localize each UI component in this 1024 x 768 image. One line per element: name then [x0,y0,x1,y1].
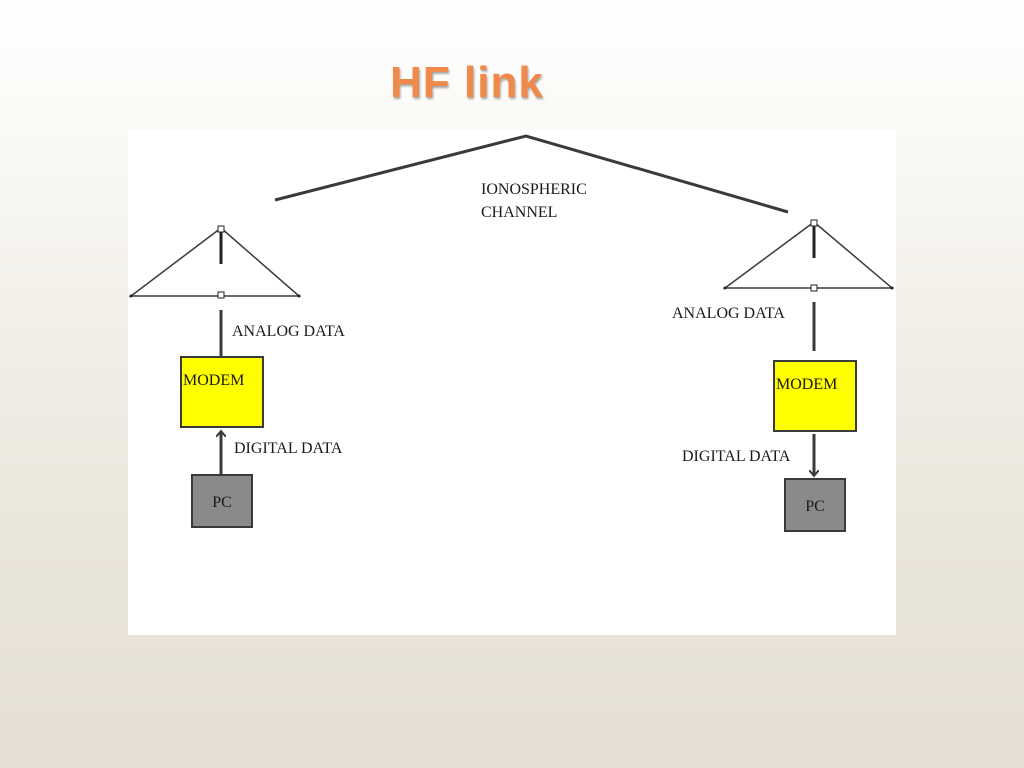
left-pc-box: PC [191,474,253,528]
right-modem-label: MODEM [776,376,838,393]
channel-label-line2: CHANNEL [481,204,558,221]
left-analog-label: ANALOG DATA [232,323,345,340]
right-digital-label: DIGITAL DATA [682,448,791,465]
left-antenna-icon [128,225,302,299]
right-pc-label: PC [805,498,825,515]
left-modem-label: MODEM [183,372,245,389]
right-analog-label: ANALOG DATA [672,305,785,322]
slide-title: HF link [390,58,544,107]
channel-label-line1: IONOSPHERIC [481,181,587,198]
left-digital-label: DIGITAL DATA [234,440,343,457]
left-pc-label: PC [212,494,232,511]
right-pc-box: PC [784,478,846,532]
ionospheric-path [274,134,789,214]
diagram-lines [128,134,895,635]
right-antenna-icon [722,219,895,292]
hf-link-diagram: IONOSPHERIC CHANNEL ANALOG DATA MODEM DI… [128,130,896,635]
right-modem-box: MODEM [773,360,857,432]
left-modem-box: MODEM [180,356,264,428]
channel-label: IONOSPHERIC CHANNEL [481,178,587,224]
